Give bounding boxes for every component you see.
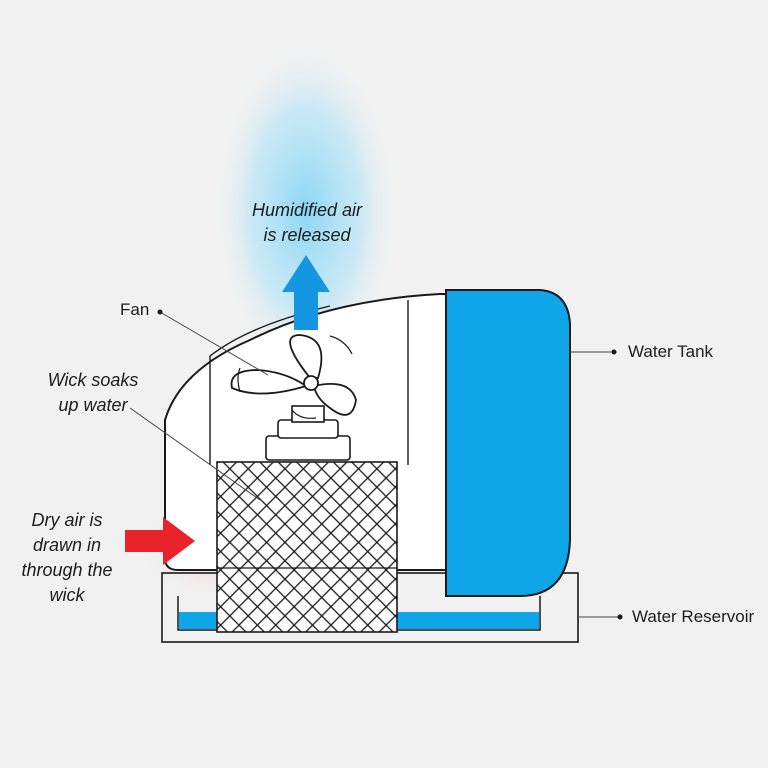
humidified-air-line-1: Humidified air <box>251 200 363 220</box>
fan-leader <box>159 311 269 376</box>
arrow-up-icon <box>282 255 330 330</box>
humidified-air-label: Humidified air is released <box>232 198 382 248</box>
reservoir-leader-dot <box>617 614 623 620</box>
water-tank <box>445 289 571 597</box>
fan-icon <box>230 334 357 419</box>
tank-leader-dot <box>611 349 617 355</box>
fan-leader-dot <box>157 309 163 315</box>
arrow-right-icon <box>125 517 195 565</box>
dry-air-label: Dry air is drawn in through the wick <box>6 508 128 608</box>
dry-air-line-4: wick <box>49 585 85 605</box>
dry-air-line-2: drawn in <box>32 535 102 555</box>
water-tank-label: Water Tank <box>628 342 714 361</box>
humid-air-glow <box>214 40 398 380</box>
fan-label: Fan <box>120 300 150 319</box>
wick-leader <box>129 407 261 501</box>
water-reservoir-label: Water Reservoir <box>632 607 755 626</box>
humidified-air-line-2: is released <box>263 225 351 245</box>
wick-line-2: up water <box>58 395 128 415</box>
wick-label: Wick soaks up water <box>28 368 158 418</box>
wick-mesh <box>216 461 398 633</box>
motor-base <box>265 435 351 461</box>
dry-air-line-3: through the <box>21 560 113 580</box>
wick-line-1: Wick soaks <box>47 370 139 390</box>
dry-air-line-1: Dry air is <box>31 510 103 530</box>
